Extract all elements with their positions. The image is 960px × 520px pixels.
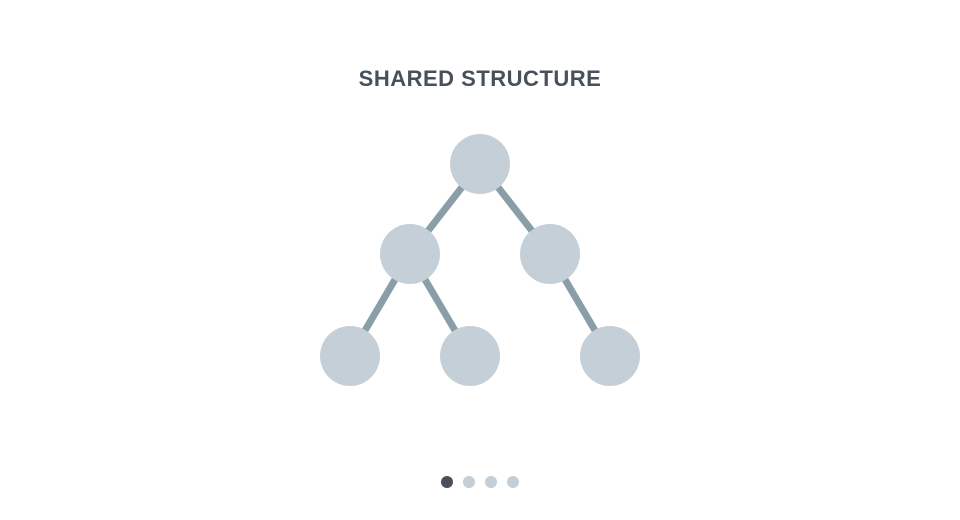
tree-node-left-right: [440, 326, 500, 386]
tree-node-left-left: [320, 326, 380, 386]
pagination-dot-3[interactable]: [485, 476, 497, 488]
pagination-dot-2[interactable]: [463, 476, 475, 488]
pagination-dot-4[interactable]: [507, 476, 519, 488]
tree-node-right-right: [580, 326, 640, 386]
tree-node-right: [520, 224, 580, 284]
pagination-dot-1[interactable]: [441, 476, 453, 488]
tree-node-root: [450, 134, 510, 194]
pagination-dots: [0, 476, 960, 488]
slide-title: SHARED STRUCTURE: [358, 66, 602, 91]
tree-nodes: [320, 134, 640, 386]
tree-node-left: [380, 224, 440, 284]
